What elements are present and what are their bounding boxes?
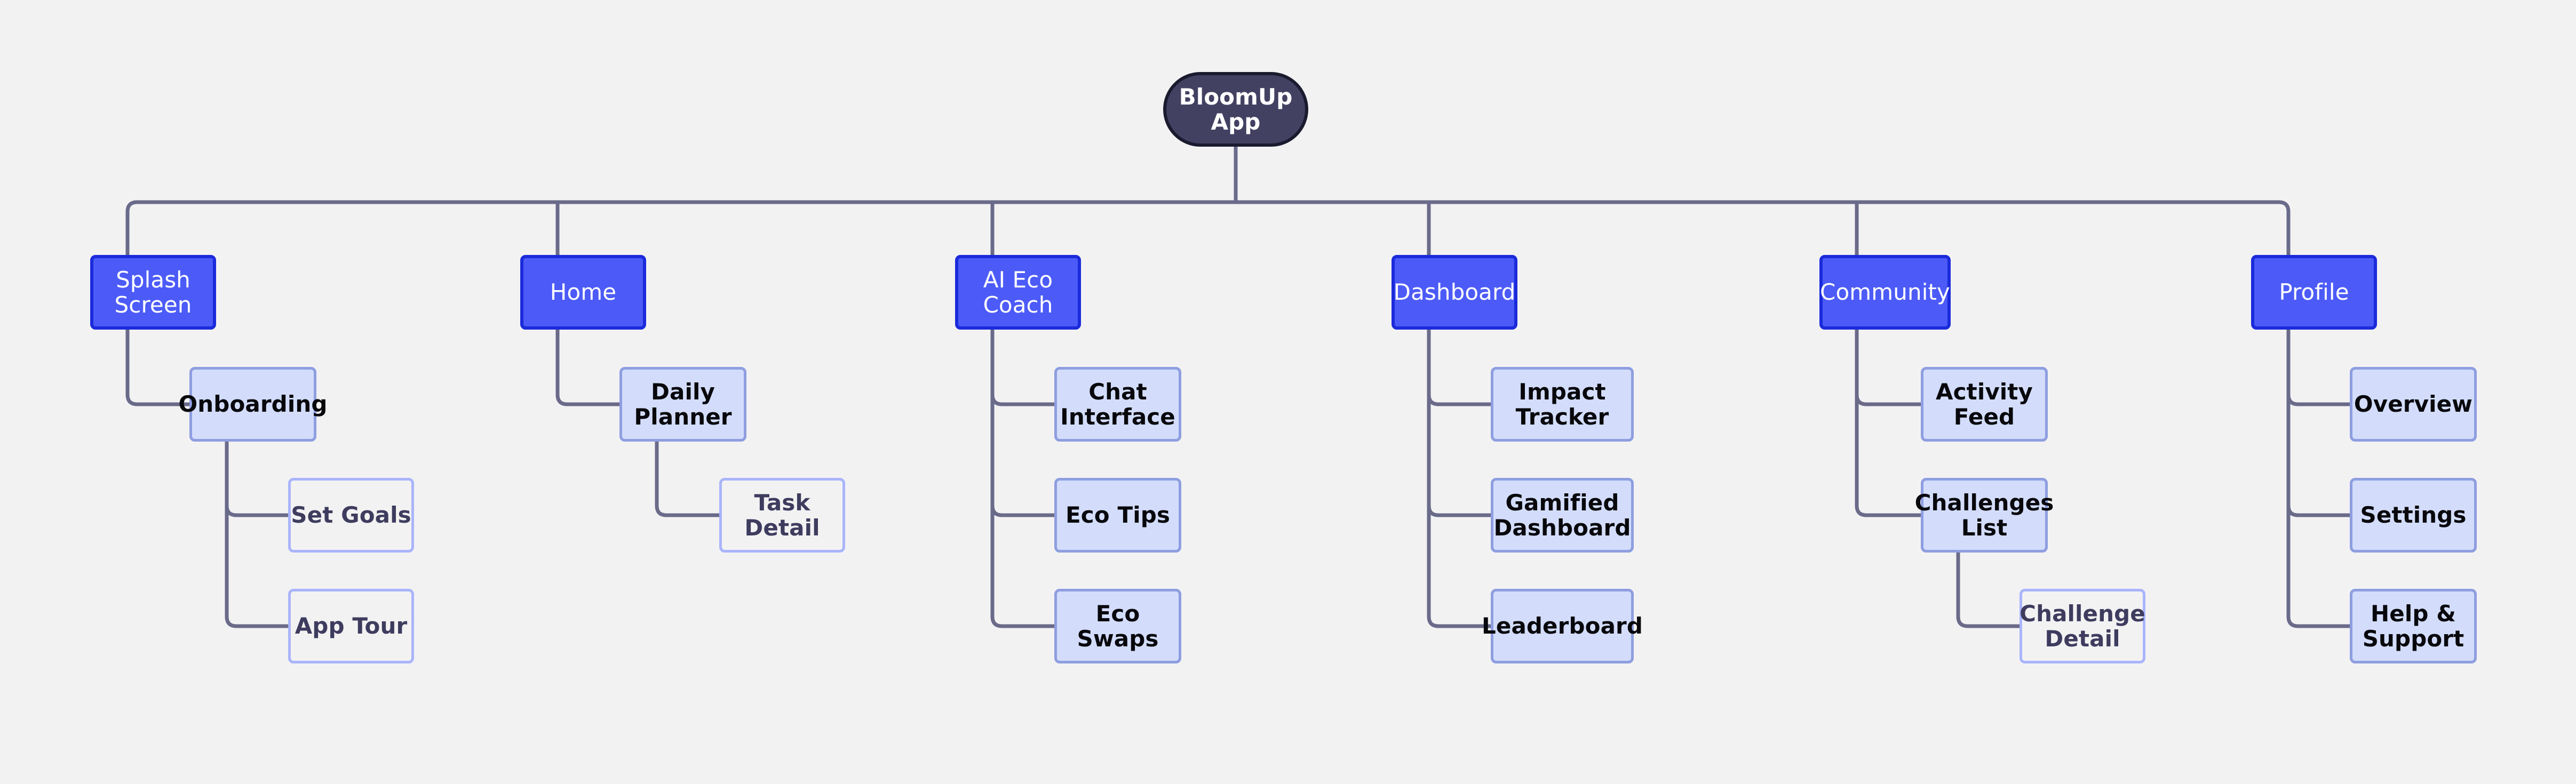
node-profile-label: Profile (2279, 279, 2349, 306)
node-ai-eco-coach-label: AI Eco Coach (983, 266, 1053, 318)
node-impact-tracker-label: Impact Tracker (1515, 378, 1609, 430)
node-task-detail-label: Task Detail (744, 489, 820, 541)
node-app-tour-label: App Tour (295, 613, 408, 639)
node-eco-swaps-label: Eco Swaps (1077, 600, 1159, 652)
connector-branch-challenges-list-to-challenge-detail (1956, 614, 2022, 628)
node-community-label: Community (1820, 279, 1950, 306)
connector-branch-ai-eco-coach-to-eco-swaps (990, 614, 1056, 628)
node-help-support[interactable]: Help & Support (2350, 589, 2477, 663)
node-challenges-list-label: Challenges List (1914, 489, 2054, 541)
node-daily-planner-label: Daily Planner (634, 378, 732, 430)
connector-branch-ai-eco-coach-to-chat-interface (990, 393, 1056, 406)
connector-bus-drop-profile (2277, 200, 2291, 257)
connector-branch-community-to-challenges-list (1855, 503, 1923, 517)
node-activity-feed[interactable]: Activity Feed (1921, 367, 2048, 442)
node-overview[interactable]: Overview (2350, 367, 2477, 442)
node-app-tour[interactable]: App Tour (288, 589, 414, 663)
node-home[interactable]: Home (520, 255, 646, 330)
node-help-support-label: Help & Support (2362, 600, 2464, 652)
node-ai-eco-coach[interactable]: AI Eco Coach (955, 255, 1081, 330)
node-gamified-dashboard[interactable]: Gamified Dashboard (1491, 478, 1634, 553)
node-challenges-list[interactable]: Challenges List (1915, 478, 2054, 553)
connector-branch-community-to-activity-feed (1855, 393, 1923, 406)
node-dashboard-label: Dashboard (1393, 279, 1516, 306)
node-activity-feed-label: Activity Feed (1936, 378, 2033, 430)
connector-branch-ai-eco-coach-to-eco-tips (990, 503, 1056, 517)
node-splash-screen[interactable]: Splash Screen (90, 255, 216, 330)
connector-branch-daily-planner-to-task-detail (655, 503, 721, 517)
node-challenge-detail[interactable]: Challenge Detail (2020, 589, 2145, 663)
connector-branch-dashboard-to-gamified-dashboard (1427, 503, 1493, 517)
connector-branch-onboarding-to-set-goals (225, 503, 290, 517)
connector-branch-profile-to-overview (2286, 393, 2352, 406)
node-root-bloomup-app[interactable]: BloomUp App (1163, 72, 1308, 147)
node-eco-tips-label: Eco Tips (1066, 502, 1170, 529)
node-eco-tips[interactable]: Eco Tips (1054, 478, 1181, 553)
connector-branch-profile-to-settings (2286, 503, 2352, 517)
node-dashboard[interactable]: Dashboard (1392, 255, 1517, 330)
node-challenge-detail-label: Challenge Detail (2020, 600, 2145, 652)
node-leaderboard[interactable]: Leaderboard (1482, 589, 1643, 663)
connector-branch-profile-to-help-support (2286, 614, 2352, 628)
node-impact-tracker[interactable]: Impact Tracker (1491, 367, 1634, 442)
node-onboarding-label: Onboarding (178, 391, 328, 418)
node-daily-planner[interactable]: Daily Planner (619, 367, 746, 442)
node-gamified-dashboard-label: Gamified Dashboard (1493, 489, 1631, 541)
node-set-goals[interactable]: Set Goals (288, 478, 414, 553)
connector-branch-dashboard-to-impact-tracker (1427, 393, 1493, 406)
node-task-detail[interactable]: Task Detail (719, 478, 845, 553)
node-overview-label: Overview (2354, 391, 2473, 418)
node-onboarding[interactable]: Onboarding (179, 367, 327, 442)
node-profile[interactable]: Profile (2251, 255, 2377, 330)
node-chat-interface[interactable]: Chat Interface (1054, 367, 1181, 442)
node-splash-screen-label: Splash Screen (114, 266, 192, 318)
connector-bus-drop-splash-screen (125, 200, 139, 257)
node-root-bloomup-app-label: BloomUp App (1179, 83, 1293, 135)
node-chat-interface-label: Chat Interface (1060, 378, 1175, 430)
node-set-goals-label: Set Goals (291, 502, 411, 529)
node-home-label: Home (550, 279, 617, 306)
node-community[interactable]: Community (1819, 255, 1951, 330)
node-eco-swaps[interactable]: Eco Swaps (1054, 589, 1181, 663)
node-leaderboard-label: Leaderboard (1482, 613, 1643, 639)
node-settings[interactable]: Settings (2350, 478, 2477, 553)
connector-branch-onboarding-to-app-tour (225, 614, 290, 628)
node-settings-label: Settings (2360, 502, 2467, 529)
connector-branch-home-to-daily-planner (555, 393, 622, 406)
